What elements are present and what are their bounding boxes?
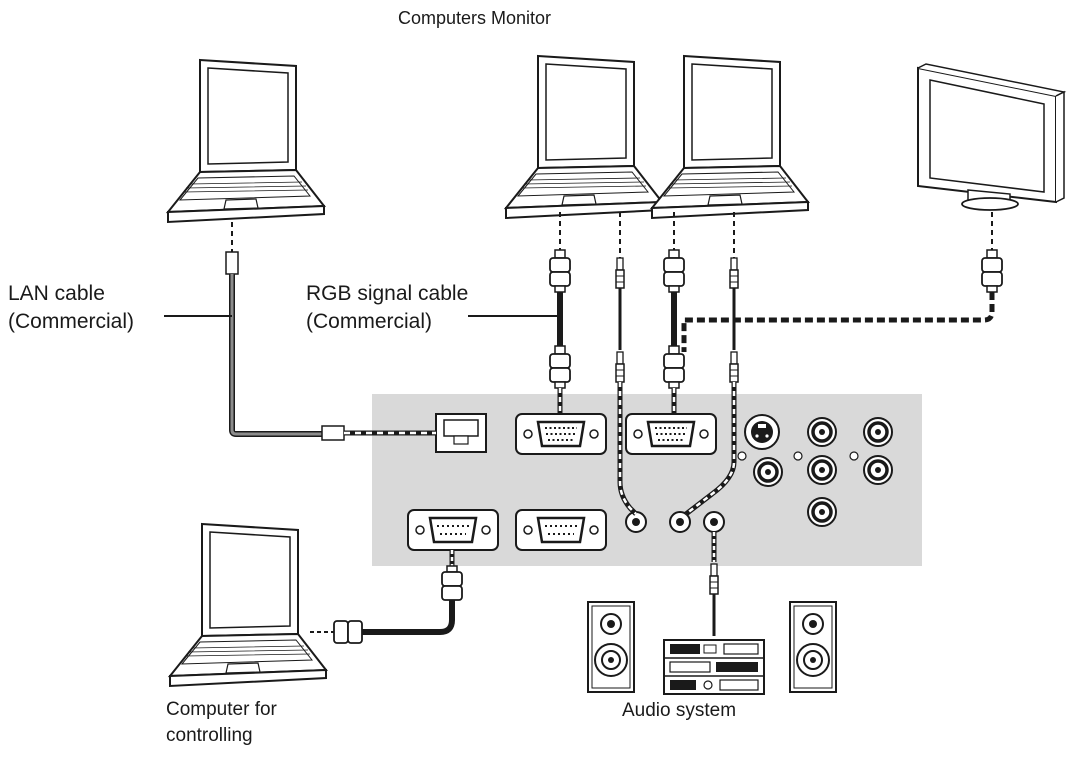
serial-out-port <box>515 509 607 551</box>
serial-in-port <box>407 509 499 551</box>
lan-computer-laptop <box>167 59 325 223</box>
lan-cable-label-line1: LAN cable <box>8 282 105 305</box>
video-rca-jack <box>752 456 784 488</box>
monitor-display <box>917 63 1067 211</box>
audio-in-1-jack <box>625 511 647 533</box>
audio-system <box>587 601 837 695</box>
controller-label-line1: Computer for <box>166 699 277 720</box>
rgb-computer-1-laptop <box>505 55 663 219</box>
computers-monitor-label: Computers Monitor <box>398 8 552 28</box>
component-y-jack <box>806 416 838 448</box>
rgb-computer-2-laptop <box>651 55 809 219</box>
audio-in-2-jack <box>669 511 691 533</box>
rgb-cable-label-line2: (Commercial) <box>306 310 432 333</box>
component-pr-jack <box>806 496 838 528</box>
audio-out-cable <box>709 532 719 636</box>
stereo-receiver <box>663 639 765 695</box>
audio-l-rca-jack <box>862 416 894 448</box>
left-speaker <box>587 601 635 693</box>
computer-for-controlling-label: Computer for controlling <box>166 697 277 749</box>
lan-cable-label: LAN cable (Commercial) <box>8 280 134 336</box>
audio-r-rca-jack <box>862 454 894 486</box>
rgb-in-1-port <box>515 413 607 455</box>
right-speaker <box>789 601 837 693</box>
component-pb-jack <box>806 454 838 486</box>
lan-cable <box>225 222 436 441</box>
controller-label-line2: controlling <box>166 725 253 746</box>
rgb-cable-2 <box>663 212 685 414</box>
monitor-cable <box>681 212 1003 352</box>
rgb-cable-1 <box>549 212 571 414</box>
controlling-computer-laptop <box>169 523 327 687</box>
audio-out-jack <box>703 511 725 533</box>
rgb-cable-label-line1: RGB signal cable <box>306 282 469 305</box>
lan-port <box>435 413 487 453</box>
rgb-signal-cable-label: RGB signal cable (Commercial) <box>306 280 468 336</box>
rgb-in-2-port <box>625 413 717 455</box>
serial-control-cable <box>310 550 463 644</box>
lan-cable-label-line2: (Commercial) <box>8 310 134 333</box>
audio-cable-1 <box>615 212 638 516</box>
audio-system-label: Audio system <box>622 700 737 721</box>
projector-connection-panel <box>372 394 922 566</box>
s-video-port <box>744 414 780 450</box>
